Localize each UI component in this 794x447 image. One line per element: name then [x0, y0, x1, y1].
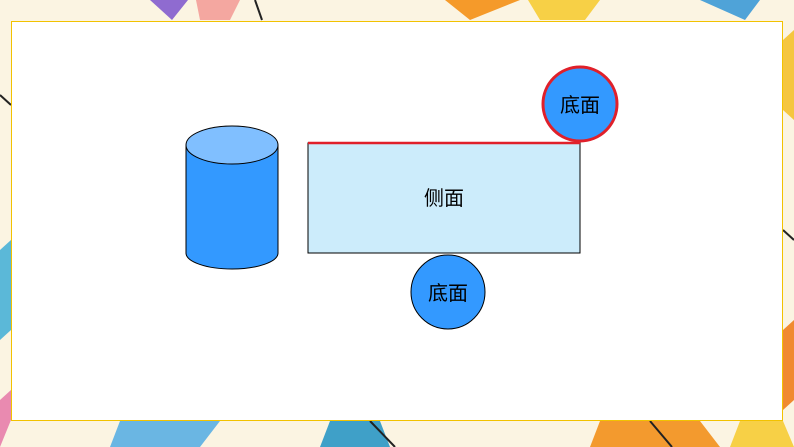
decor-line: [254, 0, 263, 21]
decor-triangle-teal-bottom: [320, 421, 390, 447]
lateral-face-rectangle: [307, 142, 581, 254]
decor-triangle-yellow-right: [783, 30, 794, 120]
decor-line: [369, 420, 396, 447]
decor-triangle-pink: [196, 0, 240, 20]
decor-triangle-pink-left: [0, 390, 11, 447]
decor-line: [0, 94, 12, 106]
bottom-base-circle: [410, 254, 486, 330]
cylinder-top: [185, 125, 279, 165]
decor-triangle-orange-right: [783, 320, 794, 410]
decor-triangle-purple: [150, 0, 188, 20]
cylinder: [185, 125, 279, 270]
decor-triangle-teal-left: [0, 240, 11, 340]
top-base-label: 底面: [560, 93, 600, 117]
bottom-base-label: 底面: [428, 281, 468, 305]
top-base-circle: [541, 65, 619, 143]
decor-triangle-blue: [700, 0, 760, 20]
decor-triangle-blue-bottom: [110, 421, 220, 447]
decor-triangle-orange-bottom: [590, 421, 720, 447]
decor-line: [782, 229, 794, 241]
decor-line: [649, 420, 673, 447]
decor-triangle-yellow: [528, 0, 600, 20]
decor-triangle-yellow-bottom: [730, 421, 794, 447]
decor-triangle-orange: [445, 0, 520, 20]
cylinder-body: [185, 144, 279, 270]
lateral-face-label: 侧面: [424, 186, 464, 210]
